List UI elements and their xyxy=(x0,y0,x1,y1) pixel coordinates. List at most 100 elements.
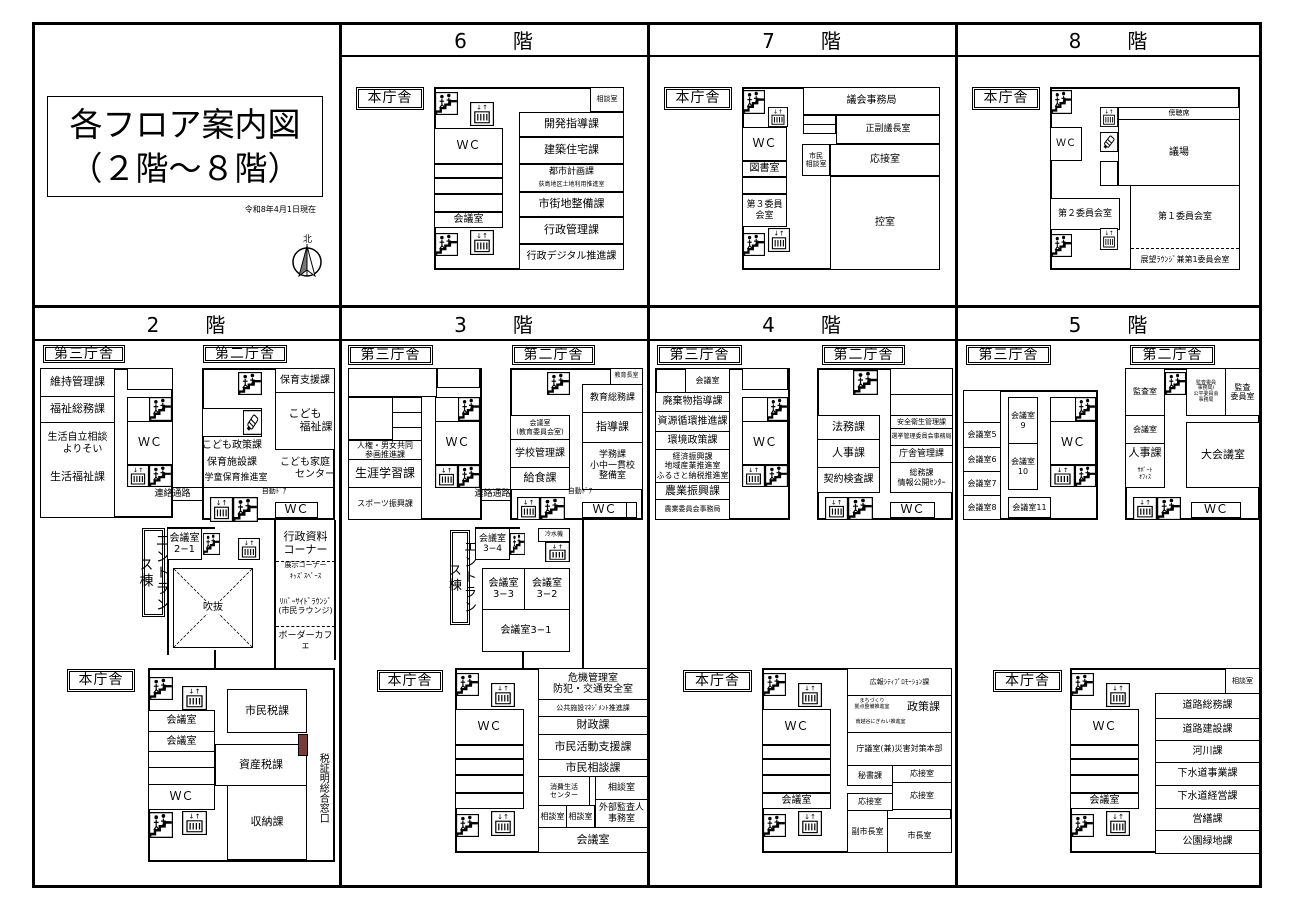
svg-text:↓↑: ↓↑ xyxy=(188,687,201,695)
building-label: 第二庁舎 xyxy=(203,345,287,363)
elevator-icon: ↓↑ xyxy=(491,811,515,836)
svg-text:↓↑: ↓↑ xyxy=(497,685,509,693)
room: 応接室 xyxy=(847,793,893,811)
stairs-icon xyxy=(848,497,873,520)
building-label: 本庁舎 xyxy=(683,670,752,692)
room: 会議室5 xyxy=(963,422,1001,448)
atrium: 吹抜 xyxy=(173,568,253,648)
nursing-room-icon xyxy=(1100,132,1118,152)
stairs-icon xyxy=(435,92,458,115)
elevator-icon: ↓↑ xyxy=(1100,228,1118,250)
room xyxy=(762,759,831,775)
stairs-icon xyxy=(456,814,479,837)
room: 庁舎管理課 xyxy=(890,445,953,463)
room xyxy=(348,368,437,397)
stairs-icon xyxy=(1051,234,1072,257)
room-label: 行政資料 コーナー xyxy=(283,530,328,556)
room-label: こども政策課 xyxy=(202,440,262,452)
room: ＷＣ xyxy=(742,127,787,161)
elevator-icon: ↓↑ xyxy=(182,811,207,835)
room: 建築住宅課 xyxy=(519,137,624,164)
room xyxy=(392,397,422,413)
atrium-label: 吹抜 xyxy=(203,602,223,614)
room: 大会議室 xyxy=(1186,422,1260,488)
room: 市民税課 xyxy=(227,689,307,733)
room: 会議室 xyxy=(148,710,215,732)
as-of-date: 令和8年4月1日現在 xyxy=(244,205,316,214)
room xyxy=(1125,443,1165,488)
room: 総務課 情報公開ｾﾝﾀｰ xyxy=(890,462,953,493)
room: 人権・男女共同 参画推進課 xyxy=(348,440,422,460)
room: 道路建設課 xyxy=(1155,718,1260,741)
room-label: 生活福祉課 xyxy=(50,470,105,484)
building-label: 第二庁舎 xyxy=(512,345,595,365)
room: 副市長室 xyxy=(847,810,888,853)
building-label: 第二庁舎 xyxy=(822,345,905,365)
room: 会議室 xyxy=(1125,415,1165,444)
floor-header-7: 7 階 xyxy=(762,28,843,53)
room: 応接室 xyxy=(892,782,952,810)
building-label: 本庁舎 xyxy=(356,87,424,110)
room xyxy=(1070,759,1139,775)
room: 資産税課 xyxy=(215,744,307,786)
room-label: ﾘﾊﾞｰｻｲﾄﾞﾗｳﾝｼﾞ (市民ラウンジ) xyxy=(278,596,333,615)
wall xyxy=(482,500,510,501)
room: 会議室 xyxy=(148,731,215,752)
room: 指導課 xyxy=(582,412,643,443)
room: 第２委員会室 xyxy=(1050,198,1120,230)
partition-dashed xyxy=(1131,248,1239,249)
stairs-icon xyxy=(1165,372,1186,395)
room-label: 荻島地区土地利用推進室 xyxy=(538,180,605,188)
building-label: 第三庁舎 xyxy=(966,345,1051,365)
room: 選挙管理委員会事務局 xyxy=(890,428,953,446)
room: 教育長室 xyxy=(610,368,643,385)
elevator-icon: ↓↑ xyxy=(517,497,540,520)
room-label: 南越谷にぎわい推進室 xyxy=(855,719,906,726)
svg-text:↓↑: ↓↑ xyxy=(1112,685,1124,693)
room: 環境政策課 xyxy=(655,431,730,450)
room: 営繕課 xyxy=(1155,808,1260,831)
room-label: 連絡通路 xyxy=(474,488,511,499)
room: 農業振興課 xyxy=(655,482,730,500)
stairs-icon xyxy=(510,533,525,555)
room-label: 生活自立相談 よりそい xyxy=(47,432,108,455)
room xyxy=(1070,745,1139,759)
room: ＷＣ xyxy=(582,502,627,518)
service-window-label: 税証明総合窓口 xyxy=(317,752,329,823)
room xyxy=(127,368,173,390)
room xyxy=(392,412,422,428)
room: 法務課 xyxy=(817,415,880,440)
stairs-icon xyxy=(743,90,765,114)
room: 給食課 xyxy=(510,467,570,490)
room-label: 保育施設課 xyxy=(207,456,257,468)
room: 教育総務課 xyxy=(582,384,643,413)
svg-text:↓↑: ↓↑ xyxy=(831,499,843,507)
room-label: ｻﾎﾟｰﾄ ｵﾌｨｽ xyxy=(1137,466,1153,481)
elevator-icon: ↓↑ xyxy=(768,107,788,127)
room xyxy=(963,390,1001,423)
room xyxy=(803,124,836,134)
building-label: 第三庁舎 xyxy=(348,345,433,365)
room-label: 展望ﾗｳﾝｼﾞ兼第1委員会室 xyxy=(1140,254,1230,264)
room xyxy=(1070,775,1139,793)
room xyxy=(437,368,480,388)
svg-text:↓↑: ↓↑ xyxy=(441,467,453,475)
svg-text:↓↑: ↓↑ xyxy=(188,812,201,820)
room: 正副議長室 xyxy=(836,115,940,144)
room: ＷＣ xyxy=(127,421,173,465)
room: 公共施設ﾏﾈｼﾞﾒﾝﾄ推進課 xyxy=(538,699,648,717)
room: 下水道経営課 xyxy=(1155,785,1260,809)
room: 会議室8 xyxy=(963,495,1001,520)
room-label: 政策課 xyxy=(907,699,940,713)
room: 収納課 xyxy=(227,785,307,860)
room xyxy=(455,745,524,759)
room xyxy=(890,394,953,416)
floor-header-2: 2 階 xyxy=(146,312,228,337)
svg-text:↓↑: ↓↑ xyxy=(1104,109,1113,115)
room-label: 自動ﾄﾞｱ xyxy=(261,487,287,496)
room: 行政管理課 xyxy=(519,217,624,244)
room: スポーツ振興課 xyxy=(348,487,422,520)
svg-text:↓↑: ↓↑ xyxy=(1112,812,1124,821)
svg-text:↓↑: ↓↑ xyxy=(216,499,228,507)
room xyxy=(455,775,524,793)
